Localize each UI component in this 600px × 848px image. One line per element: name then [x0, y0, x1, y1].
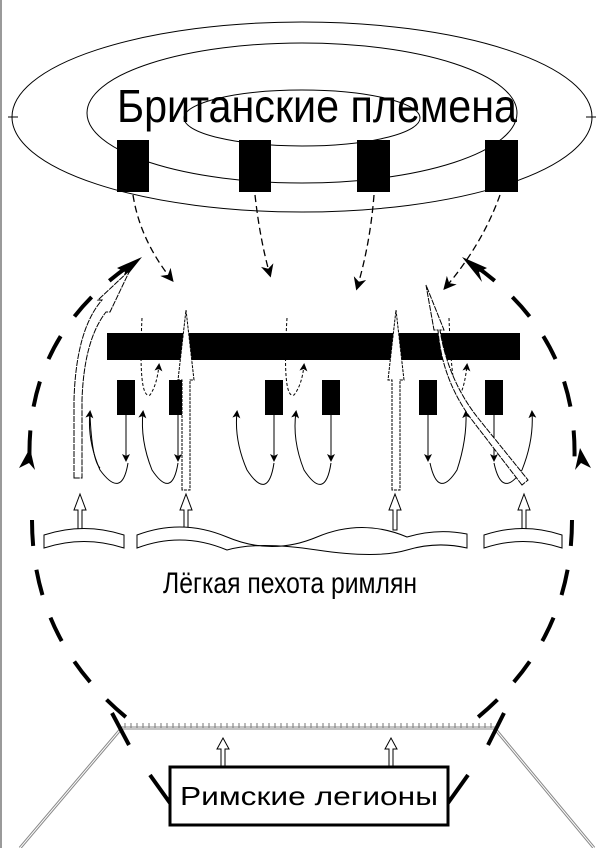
british-main-line: [107, 333, 520, 360]
encirclement-path: [27, 263, 577, 720]
legion-advance-arrows: [216, 736, 398, 767]
tribes-area: [8, 21, 596, 213]
tribe-block: [117, 140, 149, 192]
skirmish-arrows: [85, 317, 537, 485]
roman-legions-box: [168, 765, 450, 827]
infantry-advance-arrows: [73, 269, 531, 531]
tribe-blocks: [117, 140, 518, 192]
light-infantry-lines: [43, 526, 563, 555]
encirclement-arrowheads: [19, 257, 591, 470]
attack-arrows: [132, 194, 501, 291]
tribe-block: [485, 140, 518, 192]
legion-front-line: [18, 712, 596, 848]
roman-legions-label: Римские легионы: [180, 781, 438, 811]
title-british-tribes: Британские племена: [117, 80, 517, 132]
tribe-block: [357, 140, 390, 192]
light-infantry-label: Лёгкая пехота римлян: [163, 567, 417, 600]
british-units: [117, 380, 503, 415]
tribe-block: [239, 140, 271, 192]
